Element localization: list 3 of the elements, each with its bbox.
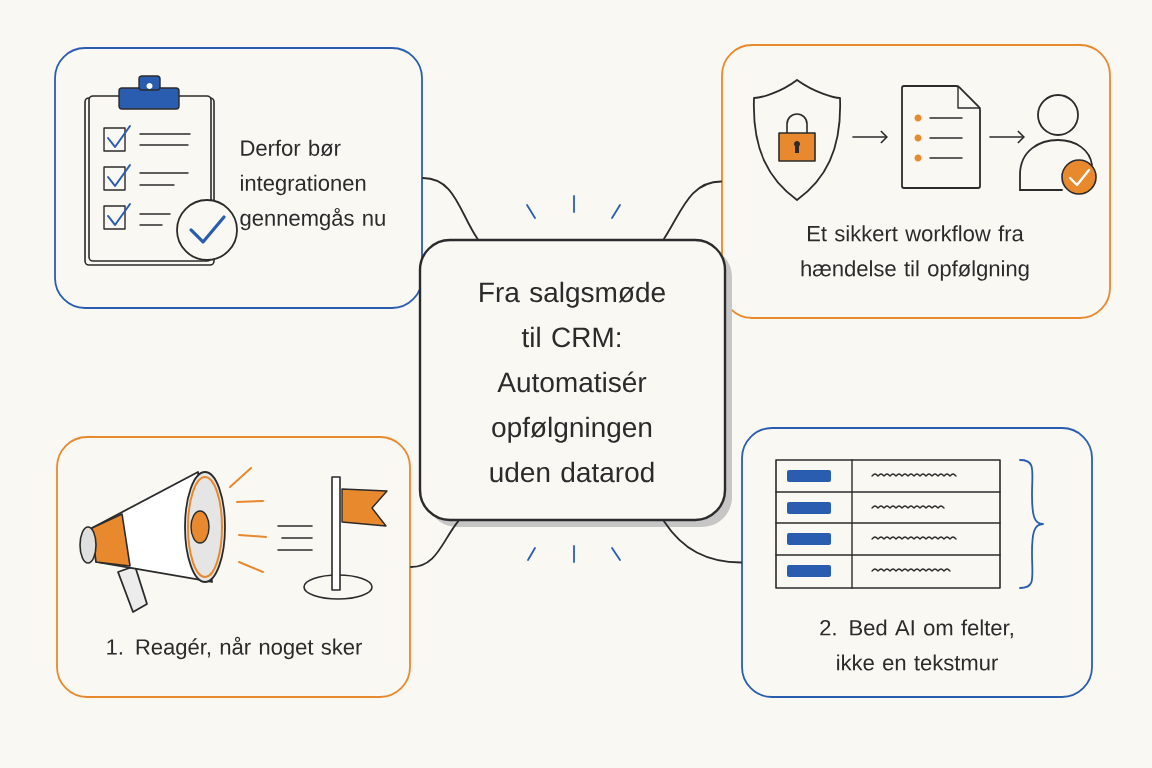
card: 2. Bed AI om felter, ikke en tekstmur [741,427,1093,698]
card: Et sikkert workflow fra hændelse til opfølgning [721,44,1111,319]
title-box: Fra salgsmøde til CRM: Automatisér opfølgningen uden datarod [418,238,732,527]
